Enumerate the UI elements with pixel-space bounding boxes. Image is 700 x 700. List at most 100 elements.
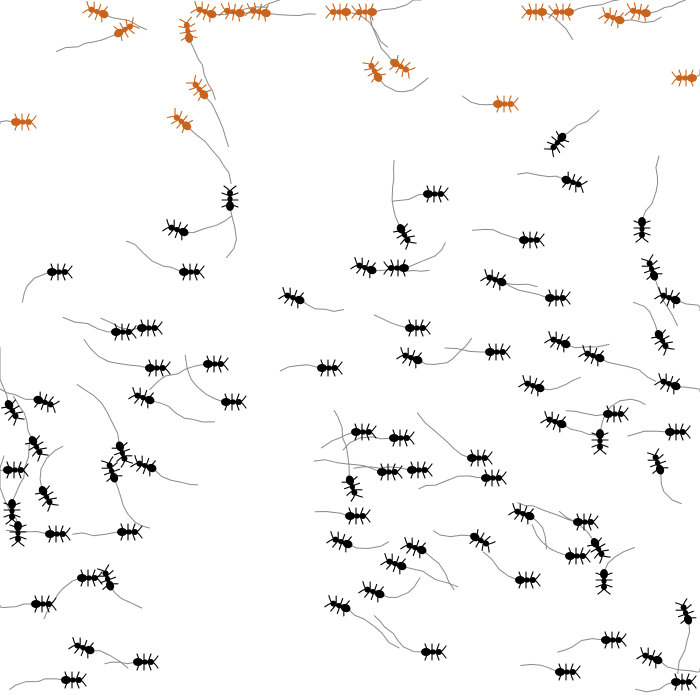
ant-abdomen bbox=[601, 636, 611, 644]
black-ant bbox=[545, 289, 571, 307]
black-ant bbox=[601, 631, 627, 649]
black-ant bbox=[130, 455, 157, 477]
ant-head bbox=[36, 449, 43, 456]
black-ant bbox=[128, 387, 155, 409]
ant-abdomen bbox=[654, 330, 664, 340]
ant-trail bbox=[5, 529, 49, 535]
ant-abdomen bbox=[185, 32, 194, 43]
ant-trail bbox=[567, 343, 610, 349]
black-ant bbox=[25, 435, 49, 462]
ant-head bbox=[126, 329, 132, 335]
ant-thorax bbox=[555, 338, 563, 345]
ant-thorax bbox=[39, 601, 47, 607]
black-ant bbox=[405, 319, 431, 337]
ant-thorax bbox=[551, 418, 559, 425]
ant-thorax bbox=[489, 475, 497, 481]
ant-thorax bbox=[337, 538, 345, 545]
ant-thorax bbox=[19, 119, 27, 125]
ant-abdomen bbox=[260, 9, 271, 18]
ant-abdomen bbox=[377, 468, 387, 476]
ant-thorax bbox=[289, 294, 297, 301]
ant-abdomen bbox=[412, 355, 423, 365]
ant-abdomen bbox=[206, 9, 217, 19]
black-ant bbox=[324, 595, 351, 617]
black-ant bbox=[518, 375, 545, 397]
ant-abdomen bbox=[545, 294, 555, 302]
ant-trail bbox=[659, 660, 700, 673]
ant-trail bbox=[378, 77, 429, 93]
ant-abdomen bbox=[234, 9, 245, 18]
ant-abdomen bbox=[373, 72, 383, 82]
ant-trail bbox=[314, 511, 349, 517]
black-ant bbox=[515, 571, 541, 589]
ant-head bbox=[639, 232, 645, 238]
ant-abdomen bbox=[564, 8, 574, 16]
ant-trail bbox=[418, 475, 485, 490]
orange-ant bbox=[521, 3, 547, 21]
black-ant bbox=[31, 595, 57, 613]
ant-head bbox=[224, 7, 231, 14]
ant-abdomen bbox=[181, 121, 192, 131]
ant-trail bbox=[149, 363, 207, 391]
ant-head bbox=[386, 558, 393, 565]
ant-abdomen bbox=[111, 328, 121, 336]
ant-head bbox=[652, 454, 659, 461]
ant-thorax bbox=[93, 8, 101, 15]
black-ant bbox=[555, 663, 581, 681]
ant-thorax bbox=[353, 513, 361, 519]
ant-trail bbox=[392, 193, 427, 202]
black-ant bbox=[145, 359, 171, 377]
ant-head bbox=[388, 265, 394, 271]
ant-abdomen bbox=[45, 530, 55, 538]
ant-thorax bbox=[255, 9, 263, 15]
black-ant bbox=[633, 217, 651, 243]
ant-abdomen bbox=[493, 100, 503, 108]
ant-abdomen bbox=[670, 381, 681, 391]
black-ant bbox=[578, 345, 605, 367]
ant-thorax bbox=[125, 529, 133, 535]
ant-abdomen bbox=[399, 264, 409, 272]
ant-head bbox=[46, 499, 53, 506]
ant-abdomen bbox=[117, 528, 127, 536]
ant-thorax bbox=[639, 225, 645, 233]
ant-thorax bbox=[601, 577, 607, 585]
ant-thorax bbox=[121, 26, 128, 33]
ant-abdomen bbox=[407, 466, 417, 474]
ant-thorax bbox=[108, 467, 115, 475]
ant-thorax bbox=[415, 467, 423, 473]
black-ant bbox=[400, 537, 427, 559]
ant-abdomen bbox=[534, 383, 545, 393]
ant-thorax bbox=[397, 63, 404, 70]
black-ant bbox=[137, 319, 163, 337]
ant-head bbox=[530, 577, 536, 583]
orange-ant bbox=[11, 113, 37, 131]
black-ant bbox=[544, 331, 571, 353]
ant-thorax bbox=[201, 8, 209, 15]
orange-ant bbox=[244, 2, 271, 22]
ant-trail bbox=[187, 126, 232, 185]
ant-abdomen bbox=[340, 603, 351, 613]
black-ant bbox=[162, 219, 189, 241]
ant-trail bbox=[184, 354, 225, 403]
ant-thorax bbox=[55, 269, 63, 275]
ant-abdomen bbox=[671, 678, 681, 686]
ant-trail bbox=[39, 445, 64, 490]
ant-trail bbox=[13, 395, 33, 440]
ant-trail bbox=[419, 337, 472, 365]
ant-head bbox=[18, 467, 24, 473]
black-ant bbox=[467, 449, 493, 467]
ant-trail bbox=[677, 300, 700, 312]
ant-abdomen bbox=[115, 441, 125, 452]
black-ant bbox=[3, 499, 21, 525]
ant-abdomen bbox=[421, 648, 431, 656]
ant-trail bbox=[333, 409, 350, 479]
ant-head bbox=[76, 677, 82, 683]
ant-abdomen bbox=[649, 270, 659, 281]
ant-trail bbox=[9, 678, 65, 690]
ant-thorax bbox=[43, 493, 50, 500]
black-ant bbox=[351, 423, 377, 441]
ant-trail bbox=[349, 541, 389, 549]
ant-head bbox=[127, 23, 134, 30]
ant-trail bbox=[151, 400, 215, 423]
